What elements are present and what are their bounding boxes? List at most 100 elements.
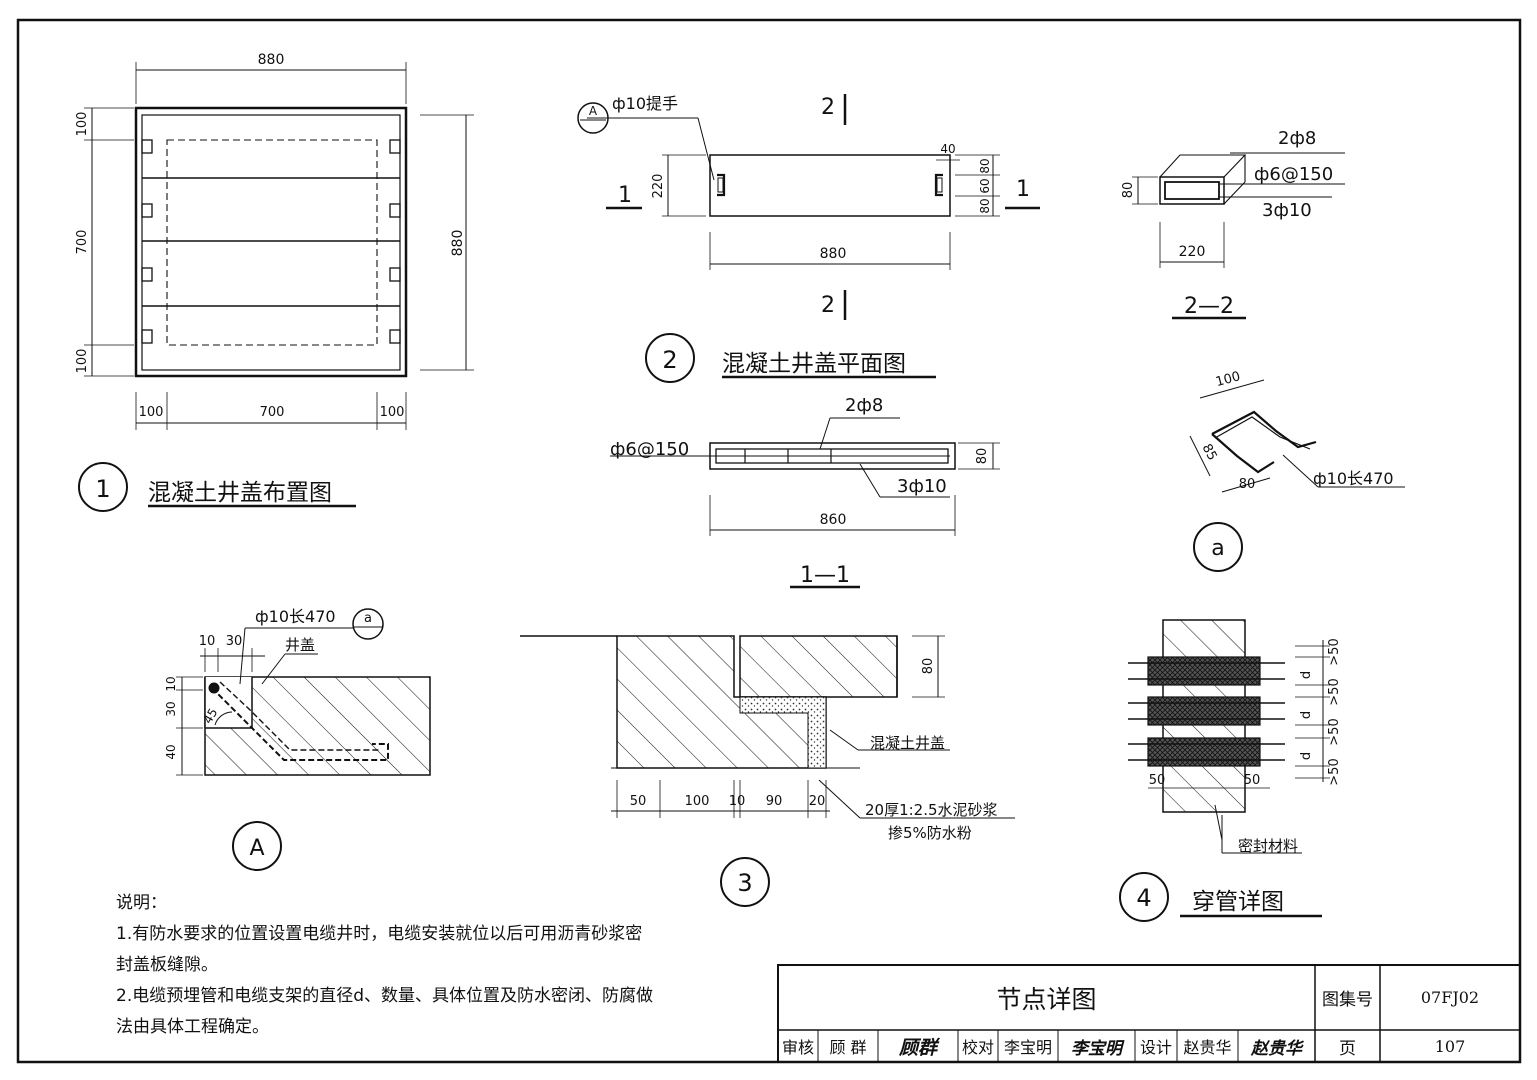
concrete-cover-label: 混凝土井盖: [870, 734, 945, 752]
detail-2-cover-plan: [577, 94, 1040, 383]
dim-d2-880: 880: [820, 246, 847, 262]
dim-a-80: 80: [1239, 477, 1256, 492]
dim-s11-860: 860: [820, 512, 847, 528]
cut-2-top: 2: [821, 95, 835, 120]
dim-d3-90: 90: [766, 794, 783, 809]
check-label: 校对: [961, 1038, 994, 1057]
section-1-1-label: 1—1: [800, 563, 850, 588]
detail-4-pipe-penetration: [1119, 619, 1330, 922]
detail-1-title: 混凝土井盖布置图: [148, 480, 332, 506]
dim-A-30: 30: [226, 634, 243, 649]
mortar-label-2: 掺5%防水粉: [888, 824, 972, 842]
dim-d4-50b: 50: [1244, 773, 1261, 788]
review-signature: 顾群: [898, 1036, 937, 1059]
rebar-a-label: ф10长470: [1313, 469, 1394, 488]
detail-a-number: a: [1211, 536, 1224, 561]
check-name: 李宝明: [1003, 1038, 1052, 1057]
detail-2-title: 混凝土井盖平面图: [722, 351, 906, 377]
gap-gt50-3: >50: [1327, 718, 1342, 745]
design-label: 设计: [1139, 1038, 1172, 1057]
dim-A-10: 10: [199, 634, 216, 649]
dim-d1-bottom-700: 700: [260, 405, 285, 420]
dim-d1-right: 880: [450, 230, 466, 257]
notes-heading: 说明：: [116, 893, 167, 913]
dim-d4-50a: 50: [1149, 773, 1166, 788]
detail-a-bent-bar: [1189, 379, 1405, 572]
dim-a-85: 85: [1199, 442, 1220, 464]
sheet-border: [16, 18, 1522, 1064]
dim-d3-100: 100: [685, 794, 710, 809]
sec22-2phi8: 2ф8: [1278, 128, 1316, 149]
sec11-3phi10: 3ф10: [897, 476, 947, 497]
ref-a-circle: a: [364, 611, 372, 626]
detail-2-number: 2: [662, 346, 677, 374]
handle-label: ф10提手: [612, 94, 678, 113]
notes-block: 说明： 1.有防水要求的位置设置电缆井时，电缆安装就位以后可用沥青砂浆密 封盖板…: [116, 888, 756, 1043]
detail-4-number: 4: [1136, 884, 1151, 912]
notes-line-3: 2.电缆预埋管和电缆支架的直径d、数量、具体位置及防水密闭、防腐做: [116, 986, 654, 1006]
gap-gt50-2: >50: [1327, 678, 1342, 705]
atlas-number-value: 07FJ02: [1420, 988, 1480, 1007]
section-1-1: [610, 417, 1000, 589]
pipe-d-2: d: [1299, 711, 1314, 719]
rebar-A-label: ф10长470: [255, 607, 336, 626]
gap-gt50-1: >50: [1327, 638, 1342, 665]
dim-s11-80: 80: [975, 448, 990, 465]
detail-1-number: 1: [95, 475, 110, 503]
seal-material-label: 密封材料: [1238, 837, 1298, 855]
detail-A-handle-section: [176, 608, 431, 871]
dim-d2-80a: 80: [978, 158, 992, 173]
well-cover-label: 井盖: [285, 636, 315, 654]
detail-1-layout-plan: [78, 62, 474, 512]
dim-d1-left-100a: 100: [75, 112, 90, 137]
dim-d3-50: 50: [630, 794, 647, 809]
dim-d1-top: 880: [258, 52, 285, 68]
detail-A-number: A: [249, 836, 264, 861]
atlas-number-label: 图集号: [1322, 990, 1373, 1010]
angle-45: 45: [201, 706, 221, 726]
check-signature: 李宝明: [1071, 1038, 1122, 1059]
page-label: 页: [1339, 1038, 1356, 1059]
sec11-phi6: ф6@150: [610, 439, 689, 460]
dim-d2-220: 220: [651, 174, 666, 199]
section-2-2: [1132, 152, 1345, 320]
dim-d3-20: 20: [809, 794, 826, 809]
dim-d1-left-700: 700: [75, 230, 90, 255]
dim-A-v10: 10: [164, 676, 178, 691]
dim-A-v40: 40: [164, 744, 178, 759]
dim-d1-bottom-100a: 100: [139, 405, 164, 420]
notes-line-2: 封盖板缝隙。: [116, 955, 218, 975]
dim-d3-10: 10: [729, 794, 746, 809]
detail-4-title: 穿管详图: [1192, 889, 1284, 915]
detail-3-number: 3: [737, 869, 752, 897]
dim-d2-80b: 80: [978, 198, 992, 213]
pipe-d-3: d: [1299, 752, 1314, 760]
dim-d2-40: 40: [940, 142, 955, 156]
sec22-3phi10: 3ф10: [1262, 200, 1312, 221]
page-number: 107: [1434, 1036, 1466, 1056]
dim-d2-60: 60: [978, 178, 992, 193]
design-name: 赵贵华: [1183, 1038, 1232, 1057]
dim-d1-left-100b: 100: [75, 349, 90, 374]
sec11-2phi8: 2ф8: [845, 395, 883, 416]
design-signature: 赵贵华: [1251, 1038, 1302, 1059]
review-name: 顾 群: [829, 1038, 867, 1057]
gap-gt50-4: >50: [1327, 758, 1342, 785]
dim-s22-220: 220: [1179, 244, 1206, 260]
title-block: 节点详图 图集号 07FJ02 审核 顾 群 顾群 校对 李宝明 李宝明 设计 …: [778, 965, 1520, 1061]
review-label: 审核: [781, 1038, 814, 1057]
dim-a-100: 100: [1214, 369, 1242, 390]
ref-A-top: A: [589, 104, 598, 118]
cut-1-right: 1: [1016, 177, 1030, 202]
dim-A-v30: 30: [164, 701, 178, 716]
sec22-phi6: ф6@150: [1254, 164, 1333, 185]
title-block-grid: [777, 964, 1521, 1063]
notes-line-4: 法由具体工程确定。: [116, 1017, 269, 1037]
dim-d1-bottom-100b: 100: [380, 405, 405, 420]
detail-3-cover-seat: [520, 635, 1015, 907]
section-2-2-label: 2—2: [1184, 294, 1234, 319]
cut-2-bottom: 2: [821, 293, 835, 318]
dim-s22-80: 80: [1121, 182, 1136, 199]
dim-d3-80: 80: [921, 658, 936, 675]
cut-1-left: 1: [618, 183, 632, 208]
